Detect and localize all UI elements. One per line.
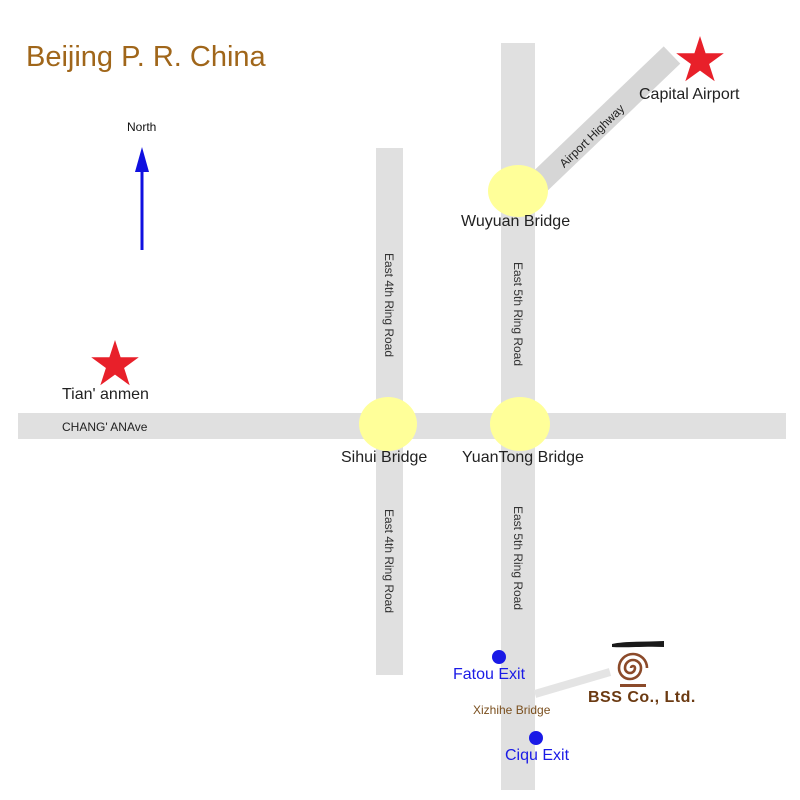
yuantong-bridge-marker [490, 397, 550, 451]
north-label: North [127, 120, 157, 134]
sihui-bridge-marker [359, 397, 417, 451]
bss-access-road [533, 668, 612, 698]
east-4th-ring-road-lower-label: East 4th Ring Road [382, 508, 396, 614]
tiananmen-star-icon [91, 340, 139, 386]
airport-highway-road [522, 46, 681, 199]
east-5th-ring-road-lower-label: East 5th Ring Road [511, 505, 525, 611]
ciqu-exit-dot [529, 731, 543, 745]
east-5th-ring-road-upper-label: East 5th Ring Road [511, 261, 525, 367]
capital-airport-label: Capital Airport [639, 86, 740, 103]
xizhihe-bridge-label: Xizhihe Bridge [473, 703, 551, 717]
east-4th-ring-road-upper-label: East 4th Ring Road [382, 252, 396, 358]
north-arrow-icon [135, 147, 149, 250]
wuyuan-bridge-label: Wuyuan Bridge [461, 213, 571, 230]
yuantong-bridge-label: YuanTong Bridge [462, 449, 584, 466]
page-title: Beijing P. R. China [26, 41, 266, 73]
bss-spiral-logo-icon [612, 641, 664, 687]
fatou-exit-label: Fatou Exit [453, 666, 526, 683]
capital-airport-star-icon [676, 36, 724, 82]
wuyuan-bridge-marker [488, 165, 548, 217]
ciqu-exit-label: Ciqu Exit [505, 747, 570, 764]
fatou-exit-dot [492, 650, 506, 664]
tiananmen-label: Tian' anmen [62, 386, 149, 403]
company-name-label: BSS Co., Ltd. [588, 689, 696, 706]
chang-an-avenue-label: CHANG' ANAve [62, 420, 148, 434]
sihui-bridge-label: Sihui Bridge [341, 449, 428, 466]
